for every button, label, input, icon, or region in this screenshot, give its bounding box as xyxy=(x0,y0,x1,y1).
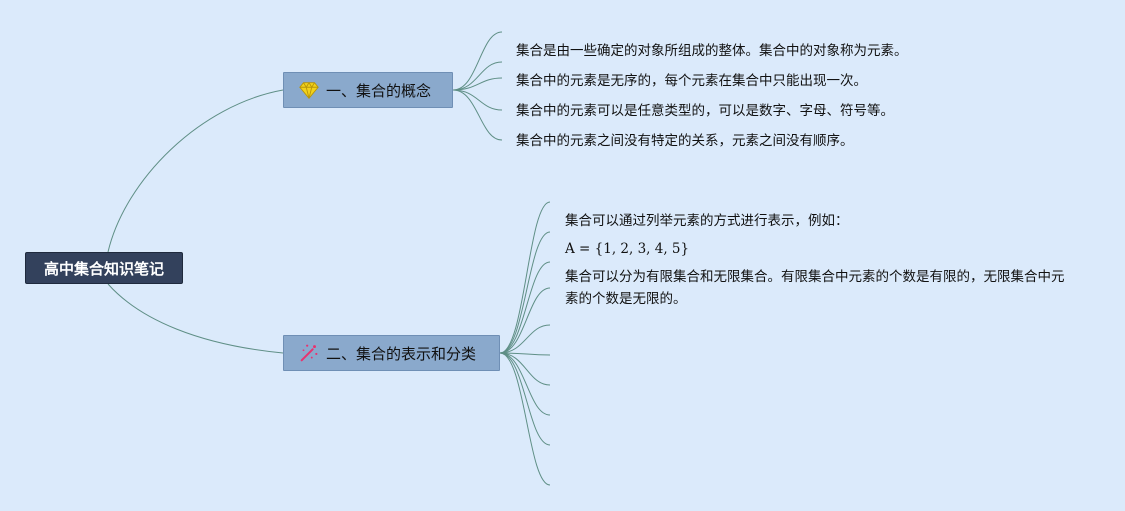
branch-1-5 xyxy=(452,89,503,141)
concept-note-3[interactable]: 集合中的元素可以是任意类型的，可以是数字、字母、符号等。 xyxy=(516,103,894,119)
branch-2-5 xyxy=(499,324,551,354)
root-label: 高中集合知识笔记 xyxy=(43,259,164,278)
branch-2-3 xyxy=(499,261,551,354)
branch-2-6 xyxy=(499,352,551,356)
topic-representation-label: 二、集合的表示和分类 xyxy=(326,344,477,363)
branch-1-4 xyxy=(452,89,503,111)
gem-icon xyxy=(299,81,319,99)
root-node[interactable]: 高中集合知识笔记 xyxy=(25,252,183,284)
concept-note-1[interactable]: 集合是由一些确定的对象所组成的整体。集合中的对象称为元素。 xyxy=(516,43,908,59)
representation-formula[interactable]: A = {1, 2, 3, 4, 5} xyxy=(565,241,690,257)
concept-note-4[interactable]: 集合中的元素之间没有特定的关系，元素之间没有顺序。 xyxy=(516,133,854,149)
branch-1-1 xyxy=(452,31,503,91)
topic-representation[interactable]: 二、集合的表示和分类 xyxy=(283,335,500,371)
branch-2-2 xyxy=(499,231,551,354)
root-connector-1 xyxy=(107,89,284,253)
topic-concept[interactable]: 一、集合的概念 xyxy=(283,72,453,108)
representation-note-2[interactable]: 集合可以分为有限集合和无限集合。有限集合中元素的个数是有限的，无限集合中元素的个… xyxy=(565,269,1065,307)
representation-note-1[interactable]: 集合可以通过列举元素的方式进行表示，例如： xyxy=(565,213,849,229)
branch-2-9 xyxy=(499,352,551,446)
topic-concept-label: 一、集合的概念 xyxy=(326,81,432,100)
branch-2-4 xyxy=(499,287,551,354)
concept-note-2[interactable]: 集合中的元素是无序的，每个元素在集合中只能出现一次。 xyxy=(516,73,867,89)
magic-wand-icon xyxy=(300,344,318,362)
branch-1-3 xyxy=(452,77,503,91)
branch-2-1 xyxy=(499,201,551,354)
root-connector-2 xyxy=(107,283,284,354)
branch-1-2 xyxy=(452,61,503,91)
branch-2-7 xyxy=(499,352,551,386)
branch-2-8 xyxy=(499,352,551,416)
branch-2-10 xyxy=(499,352,551,486)
